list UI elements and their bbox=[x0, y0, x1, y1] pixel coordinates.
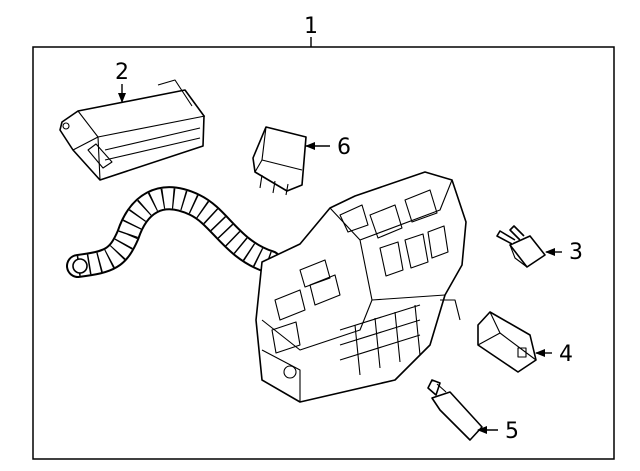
diagram-frame bbox=[32, 46, 615, 460]
callout-2: 2 bbox=[115, 60, 129, 85]
callout-1: 1 bbox=[304, 14, 318, 39]
part-6-relay bbox=[252, 126, 307, 196]
part-5-maxi-fuse bbox=[427, 379, 483, 441]
callout-6: 6 bbox=[337, 135, 351, 160]
part-1-fuse-relay-box bbox=[66, 171, 467, 403]
callout-5: 5 bbox=[505, 419, 519, 444]
part-3-mini-fuse bbox=[496, 225, 546, 268]
callout-3: 3 bbox=[569, 240, 583, 265]
part-2-fuse-box-cover bbox=[59, 79, 206, 181]
part-4-cartridge-fuse bbox=[477, 311, 537, 373]
callout-4: 4 bbox=[559, 342, 573, 367]
